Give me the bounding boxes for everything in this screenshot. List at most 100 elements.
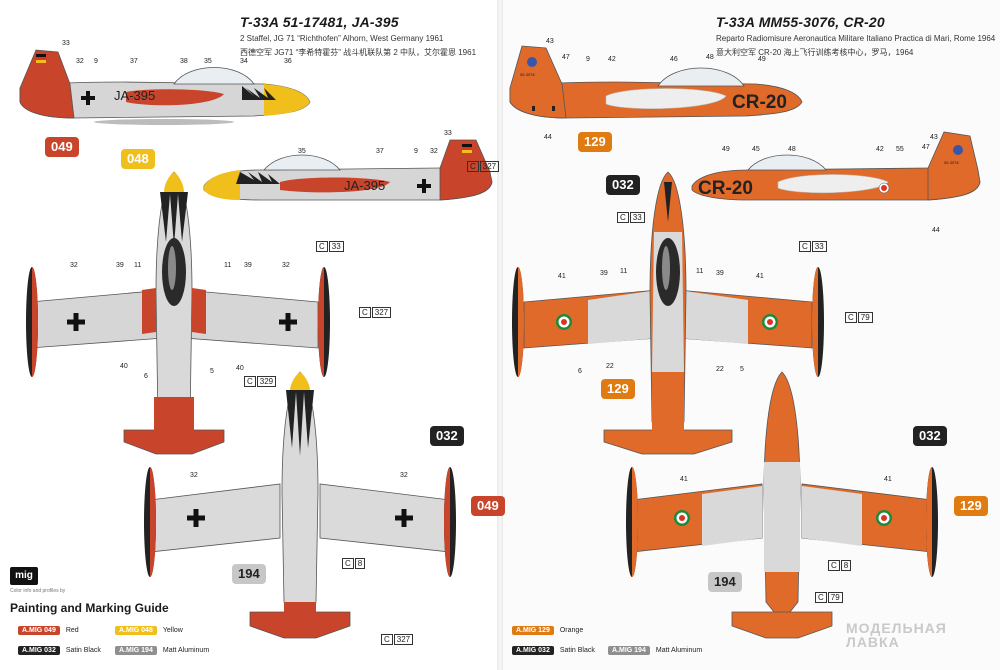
callout: 41 (884, 476, 892, 483)
right-header: T-33A MM55-3076, CR-20 Reparto Radiomisu… (716, 14, 995, 58)
callout: 33 (444, 130, 452, 137)
right-subtitle-en: Reparto Radiomisure Aeronautica Militare… (716, 34, 996, 43)
callout: 32 (190, 472, 198, 479)
legend-swatch: A.MIG 048 (115, 626, 157, 635)
callout: 39 (116, 262, 124, 269)
callout: 32 (76, 58, 84, 65)
legend-swatch: A.MIG 032 (512, 646, 554, 655)
callout: 22 (716, 366, 724, 373)
callout: 11 (134, 262, 142, 269)
left-code-profile2: JA-395 (344, 178, 385, 193)
callout: 39 (600, 270, 608, 277)
callout: 38 (180, 58, 188, 65)
watermark-line1: МОДЕЛЬНАЯ (846, 620, 947, 636)
callout: 33 (62, 40, 70, 47)
legend-swatch: A.MIG 194 (115, 646, 157, 655)
chip-032-tiptank: 032 (913, 426, 947, 446)
callout: 42 (876, 146, 884, 153)
callout: 44 (932, 227, 940, 234)
callout: 43 (546, 38, 554, 45)
callout: 11 (224, 262, 232, 269)
chip-032-tiptank: 032 (430, 426, 464, 446)
callout: 37 (130, 58, 138, 65)
callout: 41 (680, 476, 688, 483)
callout: 40 (236, 365, 244, 372)
legend-label: Satin Black (65, 647, 101, 654)
legend-label: Yellow (162, 627, 183, 634)
legend-swatch: A.MIG 032 (18, 646, 60, 655)
right-code-profile2: CR-20 (698, 178, 753, 199)
callout: 48 (706, 54, 714, 61)
callout: 46 (670, 56, 678, 63)
left-subtitle-cn: 西德空军 JG71 “李希特霍芬” 战斗机联队第 2 中队，艾尔霍恩 1961 (240, 48, 477, 57)
callout: 32 (400, 472, 408, 479)
chip-049-profile: 049 (45, 137, 79, 157)
chip-129-profile: 129 (578, 132, 612, 152)
right-profile-port: 55-3076 CR-20 (691, 131, 981, 201)
callout: 43 (930, 134, 938, 141)
callout: 32 (70, 262, 78, 269)
callout: 47 (922, 144, 930, 151)
callout: 11 (620, 268, 628, 275)
legend-swatch: A.MIG 129 (512, 626, 554, 635)
callout: 9 (414, 148, 418, 155)
logo-note: Color info and profiles by (10, 588, 66, 594)
callout: 34 (240, 58, 248, 65)
callout: 55 (896, 146, 904, 153)
callout: 39 (716, 270, 724, 277)
right-top-view (512, 171, 824, 455)
legend-label: Matt Aluminum (655, 647, 703, 654)
callout: 41 (558, 273, 566, 280)
left-top-view (26, 171, 330, 455)
legend-item: A.MIG 049 Red (18, 626, 79, 635)
left-code-profile1: JA-395 (114, 88, 155, 103)
legend-item: A.MIG 194 Matt Aluminum (115, 646, 209, 655)
legend-swatch: A.MIG 049 (18, 626, 60, 635)
chip-129-upper: 129 (601, 379, 635, 399)
chip-194-underside: 194 (232, 564, 266, 584)
callout: 6 (578, 368, 582, 375)
callout: 45 (752, 146, 760, 153)
right-serial-2: 55-3076 (944, 160, 959, 165)
legend-label: Red (65, 627, 79, 634)
right-bottom-view (626, 371, 938, 639)
legend-label: Orange (559, 627, 584, 634)
left-profile-port: JA-395 (203, 139, 493, 201)
callout: 37 (376, 148, 384, 155)
left-profile-starboard: JA-395 (19, 49, 311, 125)
legend-item: A.MIG 129 Orange (512, 626, 583, 635)
legend-swatch: A.MIG 194 (608, 646, 650, 655)
legend-label: Matt Aluminum (162, 647, 210, 654)
callout: 5 (740, 366, 744, 373)
callout: 42 (608, 56, 616, 63)
right-serial-1: 55-3076 (520, 72, 535, 77)
left-subtitle-en: 2 Staffel, JG 71 “Richthofen” Alhorn, We… (240, 34, 444, 43)
callout: 35 (298, 148, 306, 155)
callout: 44 (544, 134, 552, 141)
chip-049-tiptank: 049 (471, 496, 505, 516)
right-subtitle-cn: 意大利空军 CR-20 海上飞行训练考核中心，罗马，1964 (716, 48, 914, 57)
mig-logo: mig (10, 567, 38, 585)
callout: 48 (788, 146, 796, 153)
callout: 47 (562, 54, 570, 61)
right-code-profile1: CR-20 (732, 92, 787, 113)
watermark-line2: ЛАВКА (846, 634, 900, 650)
callout: 32 (282, 262, 290, 269)
left-bottom-view (144, 371, 456, 639)
callout: 49 (722, 146, 730, 153)
callout: 49 (758, 56, 766, 63)
page-gutter (497, 0, 503, 670)
callout: 22 (606, 363, 614, 370)
legend-item: A.MIG 032 Satin Black (512, 646, 595, 655)
legend-label: Satin Black (559, 647, 595, 654)
